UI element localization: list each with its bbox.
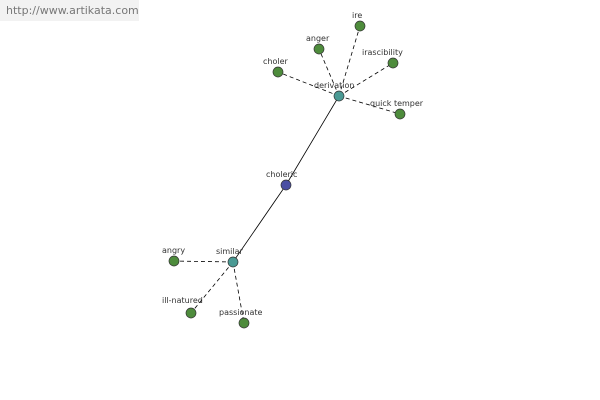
label-leaf-angry[interactable]: angry bbox=[162, 246, 185, 255]
label-leaf-choler[interactable]: choler bbox=[263, 57, 289, 66]
node-leaf-ill-natured[interactable] bbox=[185, 307, 197, 319]
label-leaf-quick-temper[interactable]: quick temper bbox=[370, 99, 424, 108]
watermark-url[interactable]: http://www.artikata.com bbox=[0, 0, 139, 21]
node-leaf-angry[interactable] bbox=[168, 255, 180, 267]
label-hub-derivation[interactable]: derivation bbox=[314, 81, 354, 90]
node-center[interactable] bbox=[280, 179, 292, 191]
label-hub-similar[interactable]: similar bbox=[216, 247, 244, 256]
edge-similar-ill-natured bbox=[190, 261, 234, 314]
edge-center-derivation bbox=[285, 95, 340, 186]
edge-center-similar bbox=[232, 184, 287, 263]
node-leaf-choler[interactable] bbox=[272, 66, 284, 78]
edge-derivation-choler bbox=[277, 71, 340, 97]
node-leaf-irascibility[interactable] bbox=[387, 57, 399, 69]
node-hub-similar[interactable] bbox=[227, 256, 239, 268]
label-leaf-anger[interactable]: anger bbox=[306, 34, 330, 43]
edge-derivation-irascibility bbox=[338, 62, 394, 97]
node-leaf-ire[interactable] bbox=[354, 20, 366, 32]
edge-similar-angry bbox=[173, 260, 234, 263]
node-leaf-quick-temper[interactable] bbox=[394, 108, 406, 120]
edge-derivation-anger bbox=[318, 48, 340, 97]
edges-layer bbox=[173, 25, 401, 324]
node-leaf-passionate[interactable] bbox=[238, 317, 250, 329]
label-leaf-ill-natured[interactable]: ill-natured bbox=[162, 296, 203, 305]
label-center[interactable]: choleric bbox=[266, 170, 297, 179]
node-leaf-anger[interactable] bbox=[313, 43, 325, 55]
nodes-layer bbox=[168, 20, 406, 329]
labels-layer: choleric derivation similar ire anger choler i… bbox=[162, 11, 424, 317]
label-leaf-ire[interactable]: ire bbox=[352, 11, 362, 20]
edge-derivation-ire bbox=[338, 25, 361, 97]
edge-derivation-quick-temper bbox=[338, 95, 401, 115]
edge-similar-passionate bbox=[232, 261, 245, 324]
node-hub-derivation[interactable] bbox=[333, 90, 345, 102]
label-leaf-irascibility[interactable]: irascibility bbox=[362, 48, 403, 57]
label-leaf-passionate[interactable]: passionate bbox=[219, 308, 263, 317]
